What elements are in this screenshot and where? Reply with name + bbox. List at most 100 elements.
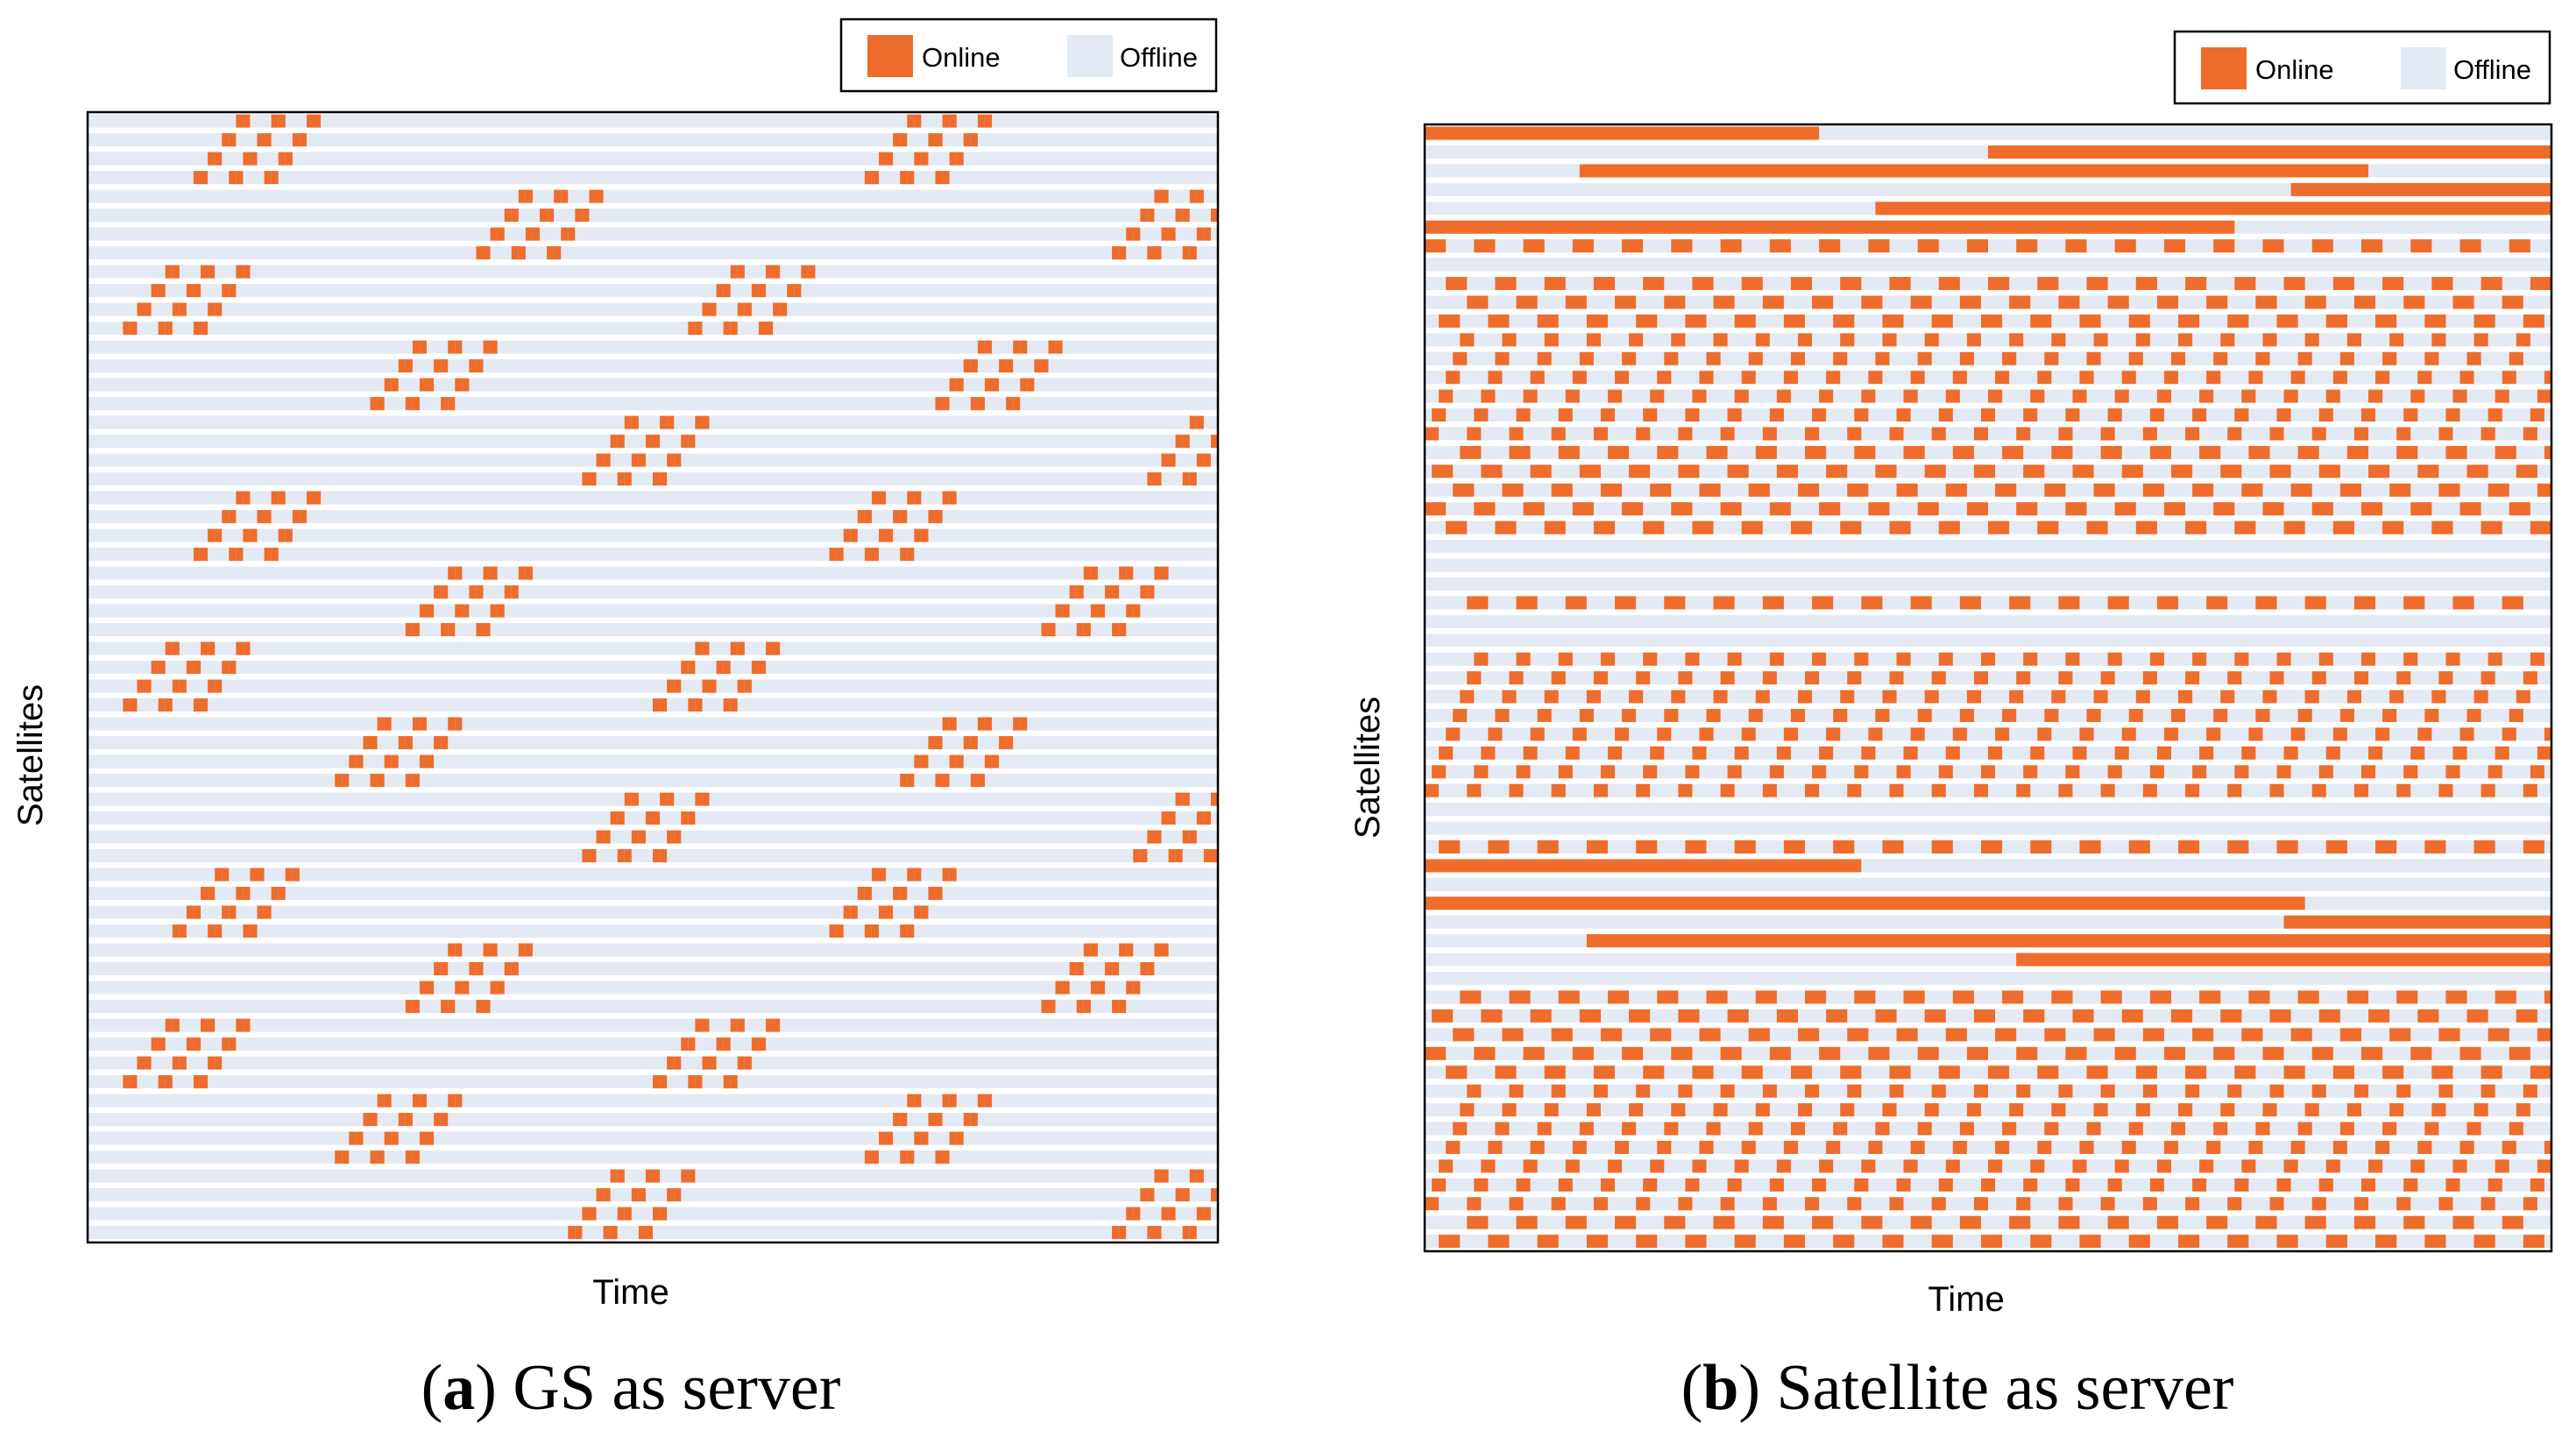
panel-b-online-cell [1797, 333, 1813, 347]
panel-a-online-cell [158, 1037, 166, 1051]
panel-b-online-cell [1868, 1046, 1890, 1060]
panel-b-online-cell [1495, 277, 1517, 291]
panel-b-online-cell [2269, 783, 2284, 797]
panel-b-online-cell [1699, 1028, 1721, 1042]
panel-a-online-cell [165, 1018, 173, 1032]
panel-b-online-cell [2318, 652, 2333, 666]
panel-a-online-cell [1161, 453, 1169, 467]
panel-a-online-cell [879, 1131, 887, 1145]
panel-b-online-cell [1537, 840, 1559, 854]
panel-b-online-cell [2170, 464, 2193, 478]
panel-a: Online Offline Satellites Time (a) GS as… [11, 18, 1220, 1424]
panel-b-online-cell [2128, 840, 2150, 854]
panel-b-online-cell [1713, 295, 1735, 309]
panel-a-online-cell [441, 1000, 449, 1014]
panel-a-online-cell [1182, 1226, 1190, 1240]
panel-a-online-cell [201, 641, 209, 655]
panel-a-online-cell [744, 1056, 752, 1070]
panel-b-online-cell [2009, 333, 2024, 347]
panel-a-online-cell [1175, 849, 1183, 863]
panel-b-online-cell [1833, 1122, 1848, 1136]
panel-b-online-cell [1439, 840, 1461, 854]
panel-b-online-cell [1467, 1084, 1482, 1098]
panel-b-online-cell [1586, 934, 2551, 948]
panel-b-online-cell [2339, 709, 2354, 723]
panel-b-online-cell [2410, 389, 2425, 403]
panel-a-offline-row [88, 1000, 1218, 1014]
panel-a-online-cell [723, 698, 731, 712]
panel-b-online-cell [2417, 1009, 2439, 1023]
panel-b-online-cell [2304, 596, 2326, 610]
panel-b-online-cell [1516, 1215, 1538, 1229]
panel-b-online-cell [2227, 427, 2242, 441]
panel-b-online-cell [2276, 840, 2298, 854]
panel-b-online-cell [2488, 1178, 2502, 1192]
panel-a-legend-offline-swatch [1067, 35, 1113, 77]
panel-a-online-cell [455, 980, 463, 995]
panel-a-online-cell [879, 905, 887, 919]
panel-b-online-cell [1783, 371, 1798, 385]
panel-b-online-cell [1551, 1084, 1566, 1098]
panel-b-online-cell [1692, 746, 1707, 760]
panel-b-online-cell [1868, 239, 1890, 253]
panel-a-online-cell [709, 1056, 717, 1070]
panel-a-online-cell [370, 736, 378, 750]
panel-a-online-cell [222, 1037, 230, 1051]
panel-b-online-cell [1826, 727, 1841, 741]
panel-a-online-cell [250, 924, 258, 938]
panel-b-online-cell [2382, 1122, 2397, 1136]
panel-b-online-cell [1945, 746, 1960, 760]
panel-a-online-cell [123, 698, 131, 712]
panel-b-online-cell [2318, 408, 2333, 422]
panel-b-online-cell [1671, 333, 1686, 347]
panel-a-offline-row [88, 453, 1218, 467]
panel-b-online-cell [1593, 783, 1608, 797]
panel-a-online-cell [645, 435, 653, 449]
panel-b-online-cell [1854, 765, 1869, 779]
panel-b-online-cell [1713, 596, 1735, 610]
panel-b-online-cell [2332, 1065, 2354, 1080]
panel-b-online-cell [1425, 896, 2305, 910]
panel-a-online-cell [624, 472, 632, 486]
panel-b-online-cell [2495, 389, 2509, 403]
panel-b-online-cell [1776, 746, 1791, 760]
panel-a-online-cell [1090, 980, 1098, 995]
panel-a-online-cell [158, 284, 166, 298]
panel-a-online-cell [137, 302, 145, 316]
panel-b-online-cell [2255, 596, 2277, 610]
panel-b-online-cell [2178, 840, 2200, 854]
panel-a-online-cell [624, 1207, 632, 1221]
panel-a-online-cell [144, 1056, 152, 1070]
panel-a-online-cell [843, 905, 851, 919]
panel-a-offline-row [88, 661, 1218, 675]
panel-b-online-cell [1995, 727, 2010, 741]
panel-b-online-cell [2523, 1197, 2537, 1211]
panel-a-online-cell [292, 133, 300, 147]
panel-a-offline-row [88, 548, 1218, 562]
panel-b-online-cell [1453, 1028, 1475, 1042]
panel-b-online-cell [2431, 690, 2446, 704]
panel-a-online-cell [292, 867, 300, 881]
panel-b-online-cell [2156, 596, 2179, 610]
panel-b-online-cell [2495, 746, 2509, 760]
panel-a-online-cell [561, 189, 569, 203]
panel-a-online-cell [638, 830, 646, 844]
panel-b-online-cell [1502, 1028, 1524, 1042]
panel-a-offline-row [88, 1131, 1218, 1145]
panel-b-online-cell [1762, 1197, 1777, 1211]
panel-b-online-cell [1467, 295, 1489, 309]
panel-b-online-cell [2537, 1159, 2551, 1173]
panel-b-online-cell [1600, 1178, 1616, 1192]
panel-a-online-cell [702, 1018, 710, 1032]
panel-b-online-cell [2304, 295, 2326, 309]
panel-b-online-cell [2037, 727, 2052, 741]
panel-b-online-cell [1607, 445, 1630, 459]
panel-b-online-cell [1474, 765, 1489, 779]
panel-b-online-cell [2325, 389, 2340, 403]
panel-b-online-cell [2403, 652, 2418, 666]
panel-b-online-cell [2227, 783, 2242, 797]
panel-a-online-cell [589, 849, 597, 863]
panel-a-online-cell [243, 924, 251, 938]
panel-a-legend-online-swatch [867, 35, 913, 77]
panel-b-online-cell [1586, 690, 1601, 704]
